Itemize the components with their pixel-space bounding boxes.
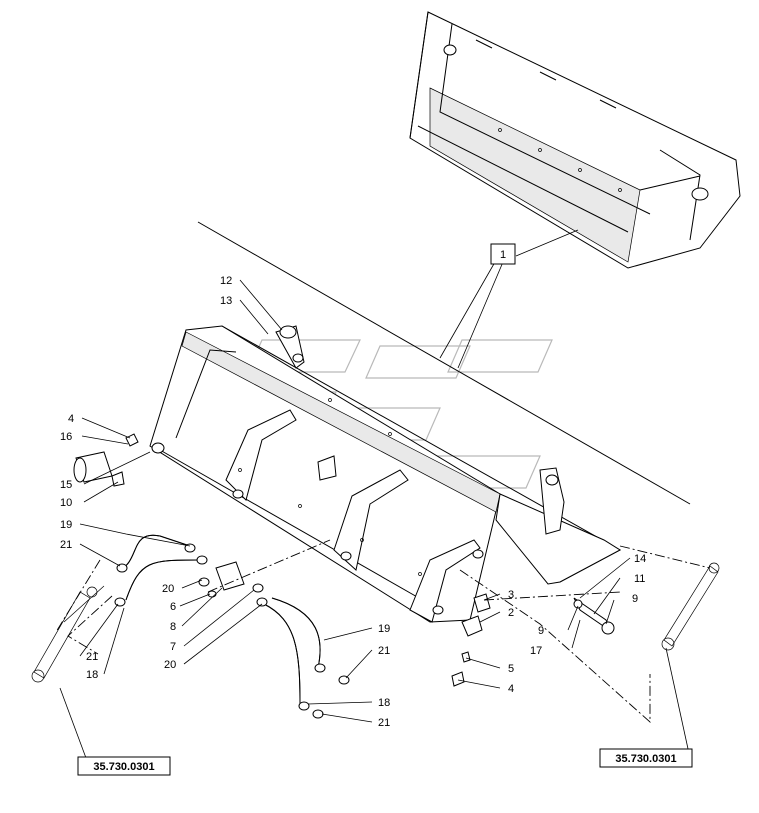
callout-1: 1 [500, 249, 506, 261]
callout-4-top: 4 [68, 413, 74, 425]
reference-label-left: 35.730.0301 [93, 761, 154, 773]
callout-12: 12 [220, 275, 232, 287]
callout-8: 8 [170, 621, 176, 633]
callout-21-mid: 21 [378, 645, 390, 657]
cylinder-left [31, 585, 105, 683]
bushing-parts-left [73, 433, 139, 487]
callout-9-left: 9 [538, 625, 544, 637]
callout-17: 17 [530, 645, 542, 657]
callout-19-left: 19 [60, 519, 72, 531]
callout-21-left-bottom: 21 [86, 651, 98, 663]
callout-14: 14 [634, 553, 646, 565]
reference-label-right: 35.730.0301 [615, 753, 676, 765]
callout-15: 15 [60, 479, 72, 491]
connection-lines [55, 539, 711, 724]
callout-20-bottom: 20 [164, 659, 176, 671]
cylinder-right [661, 562, 720, 651]
bucket-exploded [149, 325, 622, 623]
reference-line [197, 221, 691, 505]
callout-21-bottom: 21 [378, 717, 390, 729]
reference-box-right [599, 748, 693, 768]
callout-5: 5 [508, 663, 514, 675]
callout-16: 16 [60, 431, 72, 443]
callout-18-left: 18 [86, 669, 98, 681]
callout-4-bottom: 4 [508, 683, 514, 695]
callout-6: 6 [170, 601, 176, 613]
callout-box-1 [490, 243, 516, 265]
callout-2: 2 [508, 607, 514, 619]
pin-parts-right [451, 593, 615, 687]
callout-3: 3 [508, 589, 514, 601]
callout-10: 10 [60, 497, 72, 509]
leader-lines [59, 229, 691, 759]
bucket-assembled [409, 11, 741, 269]
callout-labels: 12 13 4 16 15 10 19 21 20 6 8 7 20 21 18… [60, 275, 646, 729]
callout-18-right: 18 [378, 697, 390, 709]
callout-13: 13 [220, 295, 232, 307]
callout-11: 11 [634, 573, 645, 585]
callout-20-left: 20 [162, 583, 174, 595]
callout-19-right: 19 [378, 623, 390, 635]
callout-9-right: 9 [632, 593, 638, 605]
reference-box-left [77, 756, 171, 776]
callout-7: 7 [170, 641, 176, 653]
callout-21-left-top: 21 [60, 539, 72, 551]
